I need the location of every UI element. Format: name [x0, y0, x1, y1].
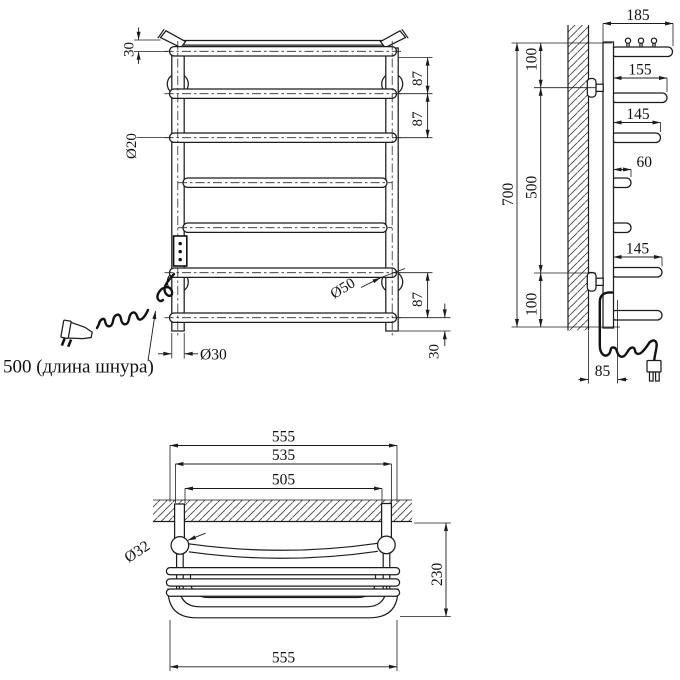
shelf-bar	[165, 566, 401, 576]
leader-tail	[380, 268, 406, 279]
control-led	[178, 249, 182, 254]
dim-front-pitch-a: 87	[410, 71, 426, 87]
dim-bottom-mount-width: 535	[272, 447, 296, 464]
power-plug-side	[646, 359, 662, 382]
dim-bottom-depth: 230	[429, 563, 446, 587]
power-cord	[95, 308, 150, 330]
power-plug	[60, 319, 93, 348]
dim-front-pitch-b: 87	[410, 111, 426, 127]
shelf-u-outer	[167, 588, 399, 619]
post-circle-right	[376, 535, 396, 555]
shelf-edge	[183, 39, 385, 46]
shelf-bracket-left	[159, 30, 187, 49]
dim-side-cable-offset: 85	[595, 363, 611, 380]
leader-arrow	[187, 532, 206, 541]
shelf-bracket-cap-left	[157, 28, 165, 39]
dim-side-rung-top: 155	[628, 62, 652, 79]
dim-front-bottom-offset: 30	[427, 344, 443, 359]
dim-front-tube-diameter: Ø20	[124, 133, 140, 159]
side-rung-6	[610, 266, 663, 278]
bottom-view: 555 535 505 Ø32 230 555	[121, 429, 451, 671]
power-cable	[598, 291, 651, 358]
side-rung-2	[610, 92, 668, 104]
dim-bottom-inner-width: 505	[272, 472, 296, 489]
dim-front-rail-diameter: Ø30	[200, 347, 227, 364]
shelf-pins	[624, 37, 658, 47]
dim-side-gap-top: 100	[524, 48, 541, 72]
front-view: 30 Ø20 87 87 Ø50 87 30 Ø30 500 (длина	[3, 27, 451, 378]
side-rung-7	[610, 309, 663, 321]
dim-side-gap-bottom: 100	[524, 293, 541, 317]
shelf-bar	[165, 578, 401, 587]
shelf-bar	[165, 588, 401, 597]
power-cord	[156, 272, 176, 303]
dim-front-mount-diameter: Ø50	[328, 275, 358, 302]
leader-arrow	[360, 277, 381, 288]
dim-front-pitch-c: 87	[410, 292, 426, 308]
curved-rail	[188, 550, 378, 559]
side-rung-1	[610, 46, 674, 58]
shelf-u-inner	[189, 569, 377, 599]
post-circle-left	[170, 535, 190, 555]
control-led	[178, 257, 182, 262]
wall-hatch	[568, 25, 589, 331]
wall-bolt-bottom	[586, 271, 604, 292]
dim-bottom-width-bottom: 555	[272, 650, 296, 667]
dim-bottom-width-top: 555	[272, 429, 296, 446]
dim-side-depth: 185	[626, 7, 650, 24]
cord-length-label: 500 (длина шнура)	[3, 357, 154, 378]
side-view: 185 155 145 60 145 700 100 500 100	[500, 7, 674, 384]
dim-side-mount-span: 500	[524, 176, 541, 200]
side-rail-profile	[602, 41, 615, 329]
dim-side-height: 700	[500, 183, 517, 207]
leader-arrow	[147, 310, 157, 362]
shelf-bracket-right	[379, 30, 407, 49]
plug-cord-neck	[648, 339, 658, 363]
side-rung-3	[610, 132, 662, 144]
dim-side-rung-mid: 145	[626, 106, 650, 123]
shelf-bracket-cap-right	[401, 28, 409, 39]
curved-rail	[188, 542, 378, 551]
dim-front-top-offset: 30	[122, 42, 138, 57]
wall-hatch	[153, 500, 412, 522]
control-led	[178, 241, 182, 246]
post-right	[380, 502, 393, 539]
dim-side-rung-bottom: 145	[626, 241, 650, 258]
dim-side-stub: 60	[637, 154, 653, 171]
post-left	[173, 503, 186, 539]
dim-bottom-post-diameter: Ø32	[121, 538, 153, 567]
